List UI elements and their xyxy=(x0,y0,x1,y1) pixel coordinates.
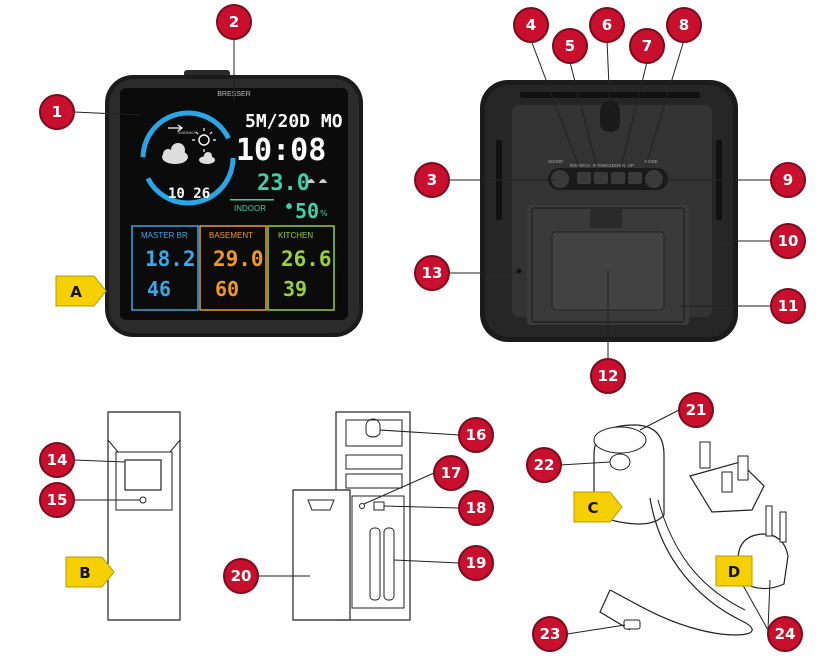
svg-text:1: 1 xyxy=(52,103,62,121)
callout-4: 4 xyxy=(514,8,548,42)
svg-text:B: B xyxy=(79,564,90,582)
sound-button[interactable] xyxy=(551,170,569,188)
callout-9: 9 xyxy=(771,163,805,197)
callout-2: 2 xyxy=(217,5,251,39)
room-hum: 39 xyxy=(283,277,307,301)
svg-text:14: 14 xyxy=(47,451,68,469)
svg-text:C: C xyxy=(587,499,598,517)
tendency-label: TENDENCY xyxy=(176,131,197,135)
svg-text:20: 20 xyxy=(231,567,252,585)
sensor-back xyxy=(293,412,410,620)
rear-button-row[interactable] xyxy=(548,168,668,190)
svg-text:16: 16 xyxy=(466,426,487,444)
svg-text:23: 23 xyxy=(540,625,561,643)
up-button[interactable] xyxy=(611,172,625,184)
callout-12: 12 xyxy=(591,359,625,393)
time-readout: 10:08 xyxy=(236,133,326,168)
svg-text:13: 13 xyxy=(422,264,443,282)
sensor-front xyxy=(108,412,180,620)
callout-8: 8 xyxy=(667,8,701,42)
callout-1: 1 xyxy=(40,95,74,129)
callout-16: 16 xyxy=(459,418,493,452)
svg-text:24: 24 xyxy=(775,625,796,643)
svg-text:6: 6 xyxy=(602,16,612,34)
room-name: BASEMENT xyxy=(209,231,253,240)
sensor-battery-bay xyxy=(352,496,404,608)
down-button[interactable] xyxy=(594,172,608,184)
svg-text:18: 18 xyxy=(466,499,487,517)
svg-text:5: 5 xyxy=(565,37,575,55)
callout-14: 14 xyxy=(40,443,74,477)
room-ch-button[interactable] xyxy=(577,172,591,184)
callout-13: 13 xyxy=(415,256,449,290)
svg-text:15: 15 xyxy=(47,491,68,509)
room-temp: 29.0 xyxy=(213,247,264,271)
power-adapter xyxy=(594,425,752,635)
tag-A: A xyxy=(56,276,106,306)
svg-text:21: 21 xyxy=(686,401,707,419)
room-temp: 18.2 xyxy=(145,247,196,271)
callout-11: 11 xyxy=(771,289,805,323)
svg-text:19: 19 xyxy=(466,554,487,572)
svg-text:ROOM/CH: ROOM/CH xyxy=(570,163,590,168)
indoor-humidity-readout: 50 xyxy=(295,199,319,223)
callout-15: 15 xyxy=(40,483,74,517)
room-hum: 60 xyxy=(215,277,239,301)
svg-text:7: 7 xyxy=(642,37,652,55)
callout-21: 21 xyxy=(679,393,713,427)
room-name: KITCHEN xyxy=(278,231,313,240)
callout-22: 22 xyxy=(527,448,561,482)
svg-text:DOWN: DOWN xyxy=(612,163,625,168)
svg-text:12: 12 xyxy=(598,367,619,385)
callout-18: 18 xyxy=(459,491,493,525)
svg-text:UP: UP xyxy=(628,163,634,168)
callout-20: 20 xyxy=(224,559,258,593)
svg-text:D: D xyxy=(728,563,740,581)
svg-text:10: 10 xyxy=(778,232,799,250)
callout-6: 6 xyxy=(590,8,624,42)
indoor-label: INDOOR xyxy=(234,204,266,213)
callout-7: 7 xyxy=(630,29,664,63)
dc-plug xyxy=(624,620,640,629)
svg-text:SOUND: SOUND xyxy=(548,159,563,164)
svg-text:22: 22 xyxy=(534,456,555,474)
svg-text:3: 3 xyxy=(427,171,437,189)
tag-D: D xyxy=(716,556,752,586)
svg-text:%: % xyxy=(320,209,328,218)
mode-button[interactable] xyxy=(645,170,663,188)
callout-10: 10 xyxy=(771,224,805,258)
room-temp: 26.6 xyxy=(281,247,332,271)
callout-19: 19 xyxy=(459,546,493,580)
svg-text:4: 4 xyxy=(526,16,536,34)
room-name: MASTER BR xyxy=(141,231,188,240)
svg-text:9: 9 xyxy=(783,171,793,189)
tag-B: B xyxy=(66,557,114,587)
callout-23: 23 xyxy=(533,617,567,651)
sensor-display xyxy=(125,460,161,490)
indoor-temp-readout: 23.0 xyxy=(257,171,310,196)
svg-text:11: 11 xyxy=(778,297,799,315)
svg-text:A: A xyxy=(70,283,82,301)
mode-button-small[interactable] xyxy=(628,172,642,184)
callout-5: 5 xyxy=(553,29,587,63)
reset-hole[interactable] xyxy=(517,269,522,274)
base-station-front: BRESSER TENDENCY 10 26 5M/20D MO 10:08 2… xyxy=(105,70,363,337)
base-station-rear: SOUND ROOM/CH ROOM/CH DOWN UP MODE RESET xyxy=(480,80,738,342)
callout-17: 17 xyxy=(434,456,468,490)
room-hum: 46 xyxy=(147,277,171,301)
callout-24: 24 xyxy=(768,617,802,651)
small-clock-readout: 10 26 xyxy=(168,186,210,202)
svg-text:2: 2 xyxy=(229,13,239,31)
date-readout: 5M/20D MO xyxy=(245,111,343,132)
adapter-socket xyxy=(610,454,630,470)
svg-text:8: 8 xyxy=(679,16,689,34)
callout-3: 3 xyxy=(415,163,449,197)
svg-text:17: 17 xyxy=(441,464,462,482)
